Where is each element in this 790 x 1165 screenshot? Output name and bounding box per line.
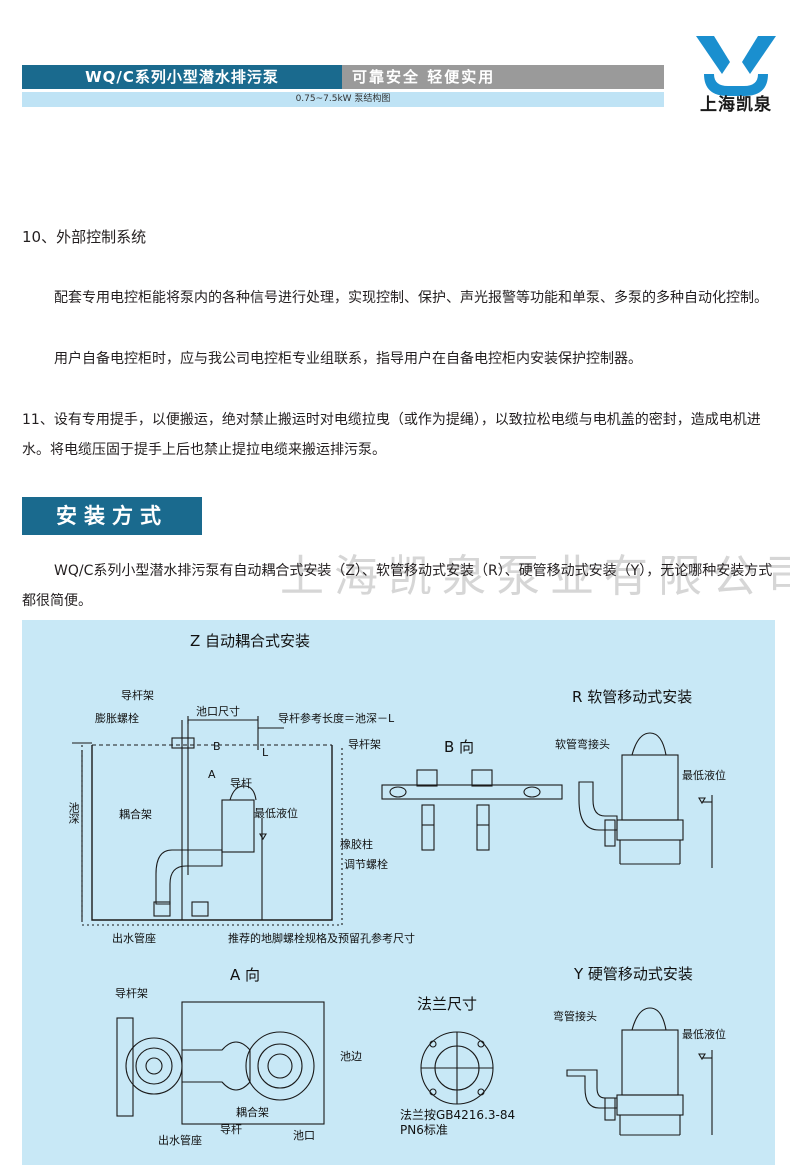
- z-label-expansion-bolt: 膨胀螺栓: [95, 712, 139, 725]
- y-label-min-level: 最低液位: [682, 1028, 726, 1041]
- r-label-min-level: 最低液位: [682, 769, 726, 782]
- paragraph-user-cabinet: 用户自备电控柜时，应与我公司电控柜专业组联系，指导用户在自备电控柜内安装保护控制…: [54, 351, 642, 367]
- a-label-coupling: 耦合架: [236, 1106, 269, 1119]
- section-title-installation: 安装方式: [22, 497, 202, 535]
- header-subtitle: 0.75~7.5kW 泵结构图: [22, 92, 664, 107]
- a-label-guide-rod: 导杆: [220, 1123, 242, 1136]
- b-title: B 向: [444, 738, 475, 756]
- flange-note-1: 法兰按GB4216.3-84: [400, 1108, 516, 1122]
- paragraph-handle: 11、设有专用提手，以便搬运，绝对禁止搬运时对电缆拉曳（或作为提绳），以致拉松电…: [22, 412, 761, 458]
- a-title: A 向: [230, 966, 261, 984]
- a-label-pool-edge: 池边: [340, 1050, 362, 1063]
- logo-text: 上海凯泉: [700, 95, 772, 115]
- watermark-text: 上海凯泉泵业有限公司: [280, 551, 790, 602]
- a-view-drawing: [116, 1001, 325, 1125]
- y-pump-drawing: [566, 1007, 713, 1136]
- z-label-depth: 池深: [67, 802, 80, 824]
- a-label-guide-frame: 导杆架: [115, 987, 148, 1000]
- flange-drawing: [420, 1031, 494, 1105]
- z-label-a-mark: A: [208, 768, 216, 781]
- z-label-coupling: 耦合架: [119, 808, 152, 821]
- z-label-outlet-seat: 出水管座: [112, 932, 156, 945]
- b-label-rubber-column: 橡胶柱: [340, 838, 373, 851]
- z-label-min-level: 最低液位: [254, 807, 298, 820]
- header-title: WQ/C系列小型潜水排污泵: [22, 65, 342, 89]
- y-title: Y 硬管移动式安装: [574, 965, 693, 983]
- b-label-guide-frame: 导杆架: [348, 738, 381, 751]
- paragraph-control-cabinet: 配套专用电控柜能将泵内的各种信号进行处理，实现控制、保护、声光报警等功能和单泵、…: [54, 290, 768, 306]
- z-label-guide-frame: 导杆架: [121, 689, 154, 702]
- z-label-guide-length: 导杆参考长度＝池深－L: [278, 712, 395, 725]
- r-pump-drawing: [578, 732, 713, 868]
- z-pit-drawing: [72, 716, 343, 926]
- z-label-pool-size: 池口尺寸: [196, 705, 240, 718]
- diagram-drawing: [72, 716, 713, 1136]
- b-label-adjust-bolt: 调节螺栓: [344, 858, 388, 871]
- flange-note-2: PN6标准: [400, 1123, 448, 1137]
- heading-external-control: 10、外部控制系统: [22, 228, 147, 246]
- a-label-outlet-seat: 出水管座: [158, 1134, 202, 1147]
- a-label-pool-mouth: 池口: [293, 1129, 315, 1142]
- b-view-drawing: [381, 769, 563, 851]
- installation-diagram: Z 自动耦合式安装 R 软管移动式安装 B 向 A 向 Y 硬管移动式安装 法兰…: [22, 620, 775, 1165]
- paragraph-installation: WQ/C系列小型潜水排污泵有自动耦合式安装（Z）、软管移动式安装（R）、硬管移动…: [22, 563, 773, 609]
- header-slogan: 可靠安全 轻便实用: [352, 68, 496, 86]
- z-label-b-mark: B: [213, 740, 221, 753]
- z-label-l-mark: L: [262, 746, 269, 759]
- z-label-guide-rod: 导杆: [230, 777, 252, 790]
- flange-title: 法兰尺寸: [417, 995, 478, 1013]
- y-label-elbow: 弯管接头: [553, 1010, 597, 1023]
- z-title: Z 自动耦合式安装: [190, 632, 311, 650]
- company-logo-icon: [696, 36, 776, 96]
- z-label-anchor-note: 推荐的地脚螺栓规格及预留孔参考尺寸: [228, 932, 415, 945]
- r-title: R 软管移动式安装: [572, 688, 693, 706]
- r-label-hose-elbow: 软管弯接头: [555, 738, 610, 751]
